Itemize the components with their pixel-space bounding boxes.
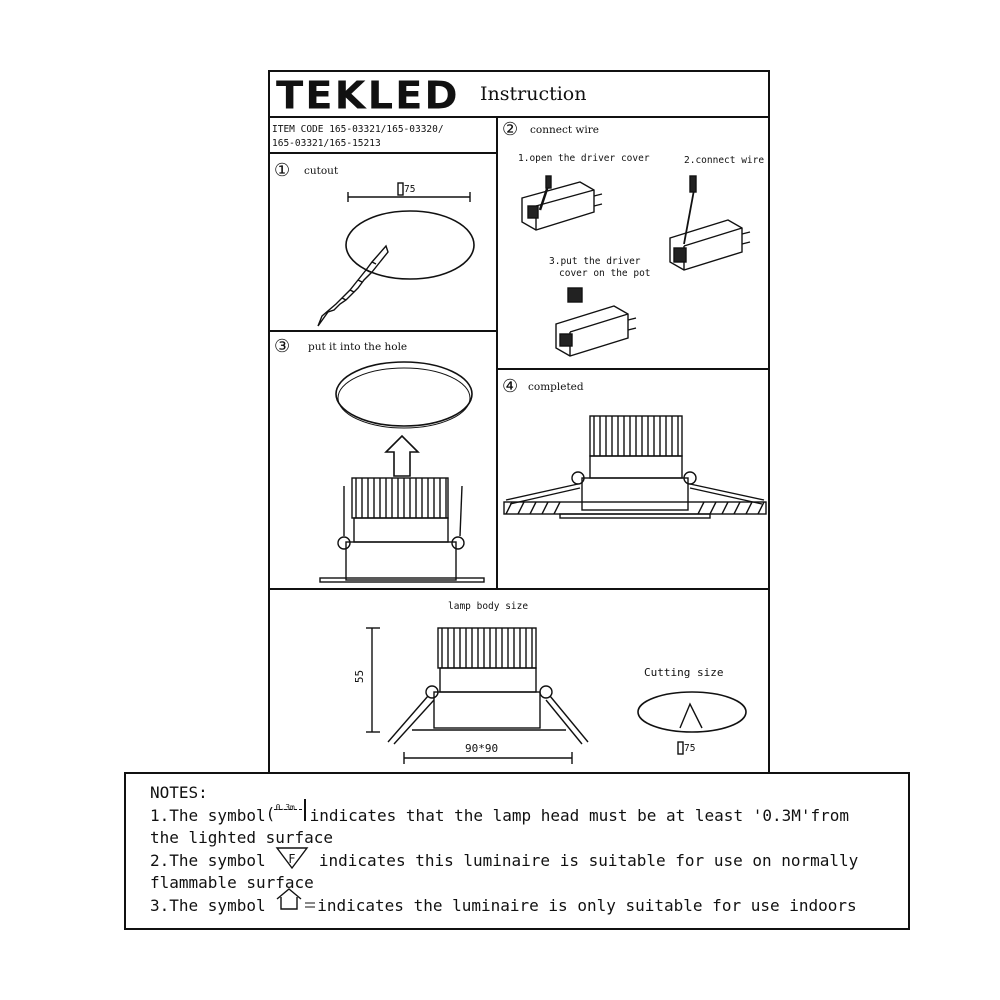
- step2-sub3-line1: 3.put the driver: [549, 256, 641, 267]
- step2-label: connect wire: [530, 124, 599, 136]
- note-2-prefix: 2.The symbol: [150, 850, 266, 870]
- note-3-text: indicates the luminaire is only suitable…: [317, 895, 857, 915]
- cutting-size-label: Cutting size: [644, 666, 724, 679]
- note-2-text: indicates this luminaire is suitable for…: [318, 850, 859, 870]
- step3-number: ③: [274, 336, 291, 357]
- flammable-surface-icon: F: [275, 846, 309, 869]
- item-code-line-2: 165-03321/165-15213: [272, 138, 381, 149]
- note-2: 2.The symbol F indicates this luminaire …: [150, 846, 908, 873]
- indoor-use-icon: [275, 887, 317, 911]
- page-title: Instruction: [480, 83, 587, 105]
- itemcode-divider: [268, 152, 496, 154]
- step2-sub3-line2: cover on the pot: [559, 268, 651, 279]
- step1-dimension: 75: [404, 184, 416, 195]
- right-mid-divider: [496, 368, 770, 370]
- lamp-body-size-label: lamp body size: [448, 601, 529, 612]
- brand-logo: TEKLED: [276, 74, 460, 118]
- diameter-icon: [677, 741, 684, 755]
- note-1-prefix: 1.The symbol: [150, 805, 266, 825]
- step3-label: put it into the hole: [308, 341, 408, 353]
- step2-sub2: 2.connect wire: [684, 155, 765, 166]
- ceiling-hole-illustration: [335, 361, 473, 477]
- step4-number: ④: [502, 376, 519, 397]
- vertical-divider: [496, 116, 498, 590]
- driver-illustration-2: [669, 175, 751, 271]
- step1-label: cutout: [304, 165, 339, 177]
- step1-number: ①: [274, 160, 291, 181]
- diameter-icon: [397, 182, 404, 196]
- distance-symbol-icon: (0.3m: [266, 798, 310, 823]
- lamp-dimension-drawing: [366, 627, 589, 764]
- item-code-line-1: ITEM CODE 165-03321/165-03320/: [272, 124, 444, 135]
- lamp-illustration-step3: [319, 477, 485, 583]
- step4-label: completed: [528, 381, 584, 393]
- item-code: ITEM CODE 165-03321/165-03320/ 165-03321…: [272, 123, 492, 151]
- flammable-symbol-label: F: [288, 851, 296, 866]
- driver-illustration-1: [521, 175, 603, 231]
- distance-symbol-label: 0.3m: [275, 802, 295, 812]
- width-dimension: 90*90: [465, 742, 499, 755]
- step2-number: ②: [502, 119, 519, 140]
- cutout-illustration: [317, 182, 475, 327]
- left-mid-divider: [268, 330, 496, 332]
- cutting-size-value: 75: [684, 743, 696, 754]
- cutting-size-drawing: [637, 691, 747, 755]
- note-3-prefix: 3.The symbol: [150, 895, 266, 915]
- note-1-text: indicates that the lamp head must be at …: [309, 805, 850, 825]
- step2-sub1: 1.open the driver cover: [518, 153, 650, 164]
- note-2-continued: flammable surface: [150, 873, 314, 892]
- installed-lamp-illustration: [503, 415, 767, 519]
- note-1-continued: the lighted surface: [150, 828, 334, 847]
- driver-illustration-3: [555, 287, 637, 357]
- bottom-section-divider: [268, 588, 770, 590]
- note-3: 3.The symbol indicates the luminaire is …: [150, 887, 908, 918]
- header-divider: [268, 116, 770, 118]
- notes-title: NOTES:: [150, 783, 208, 802]
